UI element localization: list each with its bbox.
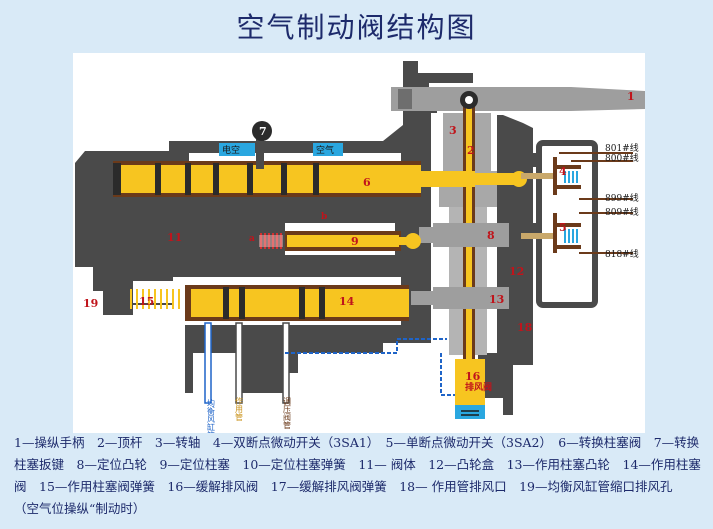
label-6: 6	[363, 176, 371, 189]
wire-labels: 801#线 800#线 899#线 809#线 818#线	[605, 142, 639, 260]
caption-note: （空气位操纵“制动时）	[14, 501, 146, 516]
operating-handle	[391, 87, 645, 111]
label-wire-800: 800#线	[605, 152, 639, 164]
label-wire-818: 818#线	[605, 248, 639, 260]
label-3: 3	[449, 124, 457, 137]
label-pipe-tiaoya: 调压阀管	[283, 397, 292, 430]
valve-structure-diagram: 1 2 3 4 5 6 7 8 9 11 12 13 14 15 16 18 1…	[73, 53, 645, 440]
transfer-plunger-key	[252, 121, 272, 169]
caption-legend: 1—操纵手柄 2—顶杆 3—转轴 4—双断点微动开关（3SA1） 5—单断点微动…	[14, 435, 701, 494]
label-dian-kong: 电空	[222, 144, 240, 156]
label-wire-809: 809#线	[605, 206, 639, 218]
figure-caption: 1—操纵手柄 2—顶杆 3—转轴 4—双断点微动开关（3SA1） 5—单断点微动…	[14, 432, 704, 520]
label-15: 15	[139, 295, 154, 308]
positioning-plunger	[285, 231, 421, 251]
positioning-plunger-spring	[259, 233, 283, 249]
label-18: 18	[517, 321, 533, 334]
label-paifengfa-text: 排风阀	[465, 381, 492, 393]
single-break-micro-switch	[521, 213, 581, 253]
label-7: 7	[259, 125, 267, 138]
exhaust-valve-label: 排风阀	[465, 381, 492, 393]
double-break-micro-switch	[521, 157, 581, 195]
pipes	[204, 322, 455, 404]
mode-windows	[219, 143, 343, 156]
label-b: b	[321, 212, 327, 222]
label-pipe-zuoyong: 作用管	[235, 396, 244, 422]
label-16: 16	[465, 370, 481, 383]
label-4: 4	[559, 165, 567, 178]
application-plunger-valve	[185, 285, 409, 321]
diagram-labels: 1 2 3 4 5 6 7 8 9 11 12 13 14 15 16 18 1…	[83, 90, 635, 383]
label-13: 13	[489, 293, 504, 306]
label-14: 14	[339, 295, 355, 308]
release-exhaust-valve	[455, 359, 485, 419]
label-wire-801: 801#线	[605, 142, 639, 154]
label-1: 1	[627, 90, 635, 103]
application-plunger-cam	[411, 287, 509, 309]
label-11: 11	[167, 231, 182, 244]
label-19: 19	[83, 297, 98, 310]
label-kong-qi: 空气	[316, 144, 334, 156]
valve-diagram-svg: 1 2 3 4 5 6 7 8 9 11 12 13 14 15 16 18 1…	[75, 61, 645, 440]
label-12: 12	[509, 265, 524, 278]
label-2: 2	[467, 144, 475, 157]
wire-leads	[559, 152, 633, 254]
label-8: 8	[487, 229, 495, 242]
application-plunger-spring	[130, 289, 180, 309]
transfer-plunger-valve	[113, 161, 527, 197]
window-labels: 电空 空气	[222, 144, 334, 156]
page-title: 空气制动阀结构图	[236, 11, 477, 44]
label-5: 5	[559, 221, 567, 234]
label-pipe-junheng: 均衡风缸管	[207, 398, 216, 433]
label-9: 9	[351, 235, 359, 248]
pipe-labels: 均衡风缸管 作用管 调压阀管	[207, 396, 292, 440]
positioning-cam	[419, 223, 509, 247]
label-wire-899: 899#线	[605, 192, 639, 204]
label-a: a	[249, 234, 255, 244]
label-paifengfa: 排风阀	[465, 381, 492, 393]
